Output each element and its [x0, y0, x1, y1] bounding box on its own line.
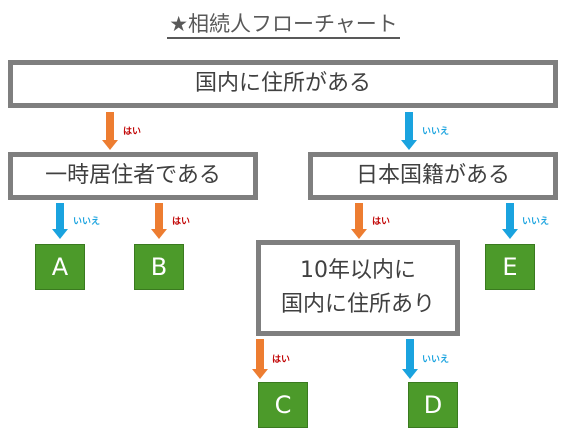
label-q3-yes: はい: [372, 217, 391, 227]
question-japanese-nationality: 日本国籍がある: [308, 152, 558, 200]
result-a: A: [35, 244, 85, 290]
result-c-text: C: [274, 391, 292, 419]
arrow-q2-yes: [151, 203, 167, 239]
result-a-text: A: [51, 253, 69, 281]
arrow-q1-no: [401, 112, 417, 150]
question-domestic-address-text: 国内に住所がある: [194, 70, 371, 96]
arrow-q1-yes: [102, 112, 118, 150]
result-d-text: D: [423, 391, 443, 419]
question-address-within-10-years: 10年以内に 国内に住所あり: [256, 240, 460, 336]
label-q1-no: いいえ: [422, 127, 450, 137]
result-c: C: [258, 382, 308, 428]
arrow-q4-yes: [252, 339, 268, 379]
arrow-q3-yes: [351, 203, 367, 239]
arrow-q4-no: [402, 339, 418, 379]
label-q3-no: いいえ: [522, 217, 550, 227]
question-address-within-10-years-line2: 国内に住所あり: [280, 292, 435, 317]
chart-title-text: ★相続人フローチャート: [167, 12, 400, 39]
result-e-text: E: [502, 253, 518, 281]
chart-title: ★相続人フローチャート: [0, 8, 567, 39]
label-q2-yes: はい: [172, 217, 191, 227]
result-e: E: [485, 244, 535, 290]
arrow-q2-no: [52, 203, 68, 239]
result-b: B: [134, 244, 184, 290]
question-domestic-address: 国内に住所がある: [8, 60, 558, 108]
question-temporary-resident: 一時居住者である: [8, 152, 258, 200]
label-q4-no: いいえ: [422, 355, 450, 365]
question-temporary-resident-text: 一時居住者である: [45, 162, 221, 188]
result-b-text: B: [150, 253, 168, 281]
question-japanese-nationality-text: 日本国籍がある: [355, 162, 510, 188]
label-q2-no: いいえ: [73, 217, 101, 227]
label-q4-yes: はい: [272, 355, 291, 365]
label-q1-yes: はい: [123, 127, 142, 137]
result-d: D: [408, 382, 458, 428]
question-address-within-10-years-line1: 10年以内に: [300, 257, 416, 283]
arrow-q3-no: [502, 203, 518, 239]
